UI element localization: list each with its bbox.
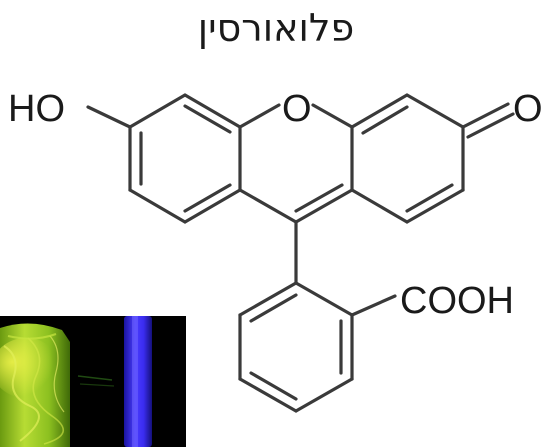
molecule-title: פלואורסין bbox=[197, 6, 355, 50]
carbonyl-oxygen-label: O bbox=[513, 88, 543, 130]
hydroxyl-bond bbox=[86, 105, 132, 129]
right-ring bbox=[350, 93, 465, 224]
carboxyl-bond bbox=[350, 294, 397, 317]
carbonyl-bond bbox=[461, 102, 515, 139]
bottom-ring bbox=[238, 281, 354, 413]
ring-oxygen-label: O bbox=[282, 88, 312, 130]
fluorescence-photo-icon bbox=[0, 316, 186, 447]
central-ring bbox=[238, 103, 354, 224]
fluorescence-photo bbox=[0, 316, 186, 447]
hydroxyl-label: HO bbox=[8, 88, 65, 130]
carboxyl-label: COOH bbox=[400, 280, 514, 322]
left-ring bbox=[128, 93, 242, 224]
